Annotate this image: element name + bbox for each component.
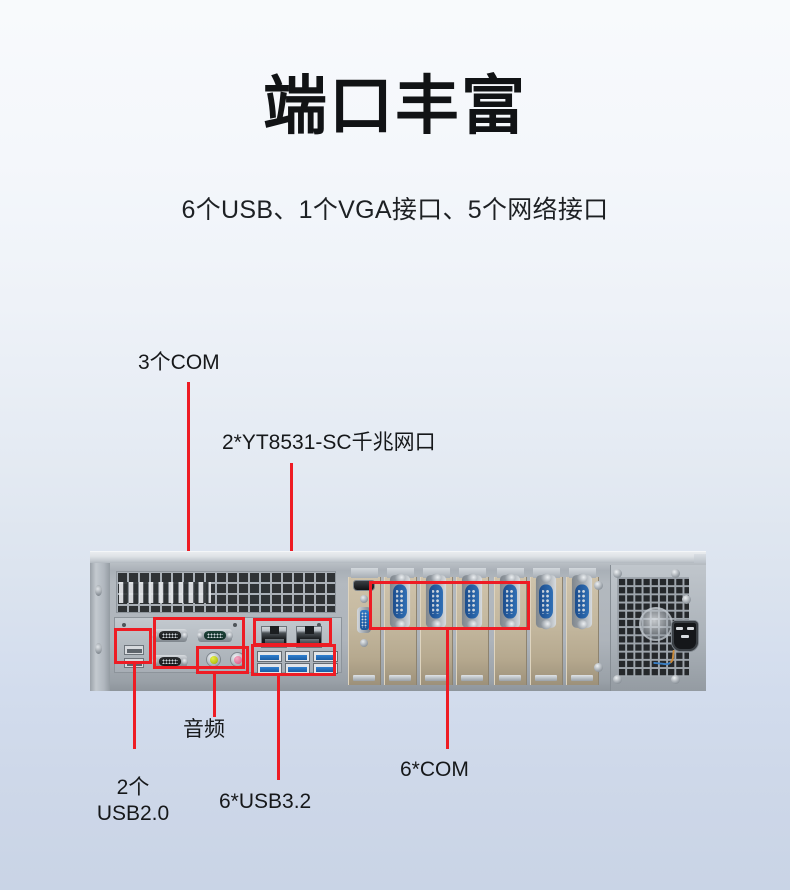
page-subtitle: 6个USB、1个VGA接口、5个网络接口 xyxy=(181,196,609,224)
leader-line-com6 xyxy=(446,628,449,749)
psu-screw-tl xyxy=(613,569,622,578)
psu-screw-tm xyxy=(671,569,680,578)
expansion-bracket-com-1 xyxy=(384,568,417,685)
psu-screw-bm xyxy=(671,675,680,684)
ventilation-louvers xyxy=(119,582,211,603)
io-panel-dot xyxy=(317,623,321,627)
com-port-2 xyxy=(197,628,233,643)
callout-label-lan: 2*YT8531-SC千兆网口 xyxy=(222,431,436,454)
expansion-bracket-com-6 xyxy=(566,568,599,685)
audio-jack-line-out xyxy=(207,653,220,666)
com-port-exp-6 xyxy=(570,573,593,630)
rj45-port-1 xyxy=(261,626,287,648)
io-panel-dot xyxy=(122,623,126,627)
callout-label-usb2-line1: 2个 xyxy=(116,776,150,799)
psu-fan xyxy=(639,607,673,641)
callout-label-usb32: 6*USB3.2 xyxy=(219,790,312,813)
vga-port xyxy=(357,607,371,633)
hdmi-port xyxy=(354,581,374,590)
com-port-3 xyxy=(152,654,188,669)
rj45-port-2 xyxy=(296,626,322,648)
com-port-exp-5 xyxy=(534,573,557,630)
callout-label-usb2-line2: USB2.0 xyxy=(96,801,170,825)
com-port-exp-2 xyxy=(424,573,447,630)
power-inlet-iec-c14 xyxy=(672,621,698,651)
page-title: 端口丰富 xyxy=(263,70,527,142)
expansion-bracket-com-3 xyxy=(456,568,489,685)
psu-screw-right xyxy=(682,595,691,604)
io-panel-dot xyxy=(233,623,237,627)
leader-line-com3 xyxy=(187,382,190,630)
server-chassis-rear xyxy=(90,551,706,691)
expansion-bracket-com-5 xyxy=(530,568,563,685)
usb3-port-1 xyxy=(257,651,282,662)
leader-line-lan xyxy=(290,463,293,620)
callout-label-com6: 6*COM xyxy=(400,758,469,781)
callout-label-com3: 3个COM xyxy=(138,351,220,374)
chassis-left-rail xyxy=(90,563,110,691)
chassis-screw-2 xyxy=(594,663,603,672)
rail-screw-top xyxy=(95,585,102,596)
com-port-exp-1 xyxy=(388,573,411,630)
psu-screw-bl xyxy=(613,675,622,684)
usb2-port-upper xyxy=(124,645,144,655)
chassis-top-lid xyxy=(90,551,706,565)
bracket-screw xyxy=(360,595,368,603)
usb3-port-6 xyxy=(313,663,338,674)
callout-label-usb2: 2个 USB2.0 xyxy=(73,775,193,826)
leader-line-audio xyxy=(213,673,216,717)
chassis-screw-1 xyxy=(594,581,603,590)
power-supply-unit xyxy=(610,565,706,691)
bracket-screw xyxy=(360,639,368,647)
usb3-port-4 xyxy=(257,663,282,674)
usb3-port-2 xyxy=(285,651,310,662)
com-port-exp-3 xyxy=(460,573,483,630)
leader-line-usb2 xyxy=(133,663,136,749)
rail-screw-bottom xyxy=(95,643,102,654)
com-port-exp-4 xyxy=(498,573,521,630)
expansion-bracket-io xyxy=(348,568,381,685)
expansion-bracket-com-4 xyxy=(494,568,527,685)
rear-io-panel xyxy=(114,617,342,674)
usb3-port-5 xyxy=(285,663,310,674)
callout-label-audio: 音频 xyxy=(183,718,225,741)
usb3-port-3 xyxy=(313,651,338,662)
expansion-slot-area xyxy=(348,565,606,691)
leader-line-usb32 xyxy=(277,675,280,780)
com-port-1 xyxy=(152,628,188,643)
audio-jack-mic xyxy=(231,653,244,666)
